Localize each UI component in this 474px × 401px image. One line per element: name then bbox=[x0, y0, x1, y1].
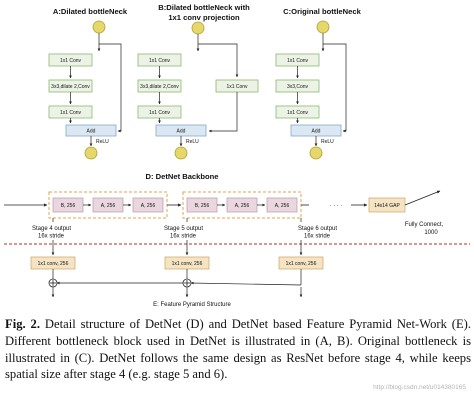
block-b-conv3-label: 1x1 Conv bbox=[149, 110, 171, 116]
block-c-relu-label: ReLU bbox=[321, 139, 334, 145]
block-c-original-bottleneck: C:Original bottleNeck 1x1 Conv 3x3,Conv … bbox=[275, 7, 362, 160]
stage-4-output-label: Stage 4 output bbox=[32, 226, 71, 232]
block-b-projection-label: 1x1 Conv bbox=[226, 84, 248, 90]
block-c-add-label: Add bbox=[312, 129, 321, 135]
stage-5-block-a1-text: A, 256 bbox=[235, 203, 250, 209]
block-c-output-node bbox=[309, 146, 323, 160]
stage-5-stride-label: 16x stride bbox=[170, 234, 197, 240]
block-b-title-line2: 1x1 conv projection bbox=[168, 13, 240, 22]
block-a-title: A:Dilated bottleNeck bbox=[53, 7, 128, 16]
fpn-sum-node-1 bbox=[48, 278, 58, 288]
fpn-conv-1-label: 1x1 conv, 256 bbox=[38, 261, 69, 267]
backbone-ellipsis: · · · · bbox=[330, 203, 343, 209]
stage-4-stride-label: 16x stride bbox=[38, 234, 65, 240]
fpn-sum-node-2 bbox=[182, 278, 192, 288]
block-a-output-node bbox=[84, 146, 98, 160]
fc-label-line1: Fully Connect, bbox=[405, 222, 444, 228]
block-a-conv1-label: 1x1 Conv bbox=[60, 58, 82, 64]
block-a-relu-label: ReLU bbox=[96, 139, 109, 145]
stage-5-output-label: Stage 5 output bbox=[164, 226, 203, 232]
figure-caption: Fig. 2. Detail structure of DetNet (D) a… bbox=[5, 316, 471, 383]
fc-label-line2: 1000 bbox=[424, 230, 438, 236]
block-c-title: C:Original bottleNeck bbox=[283, 7, 361, 16]
stage-5-block-a2-text: A, 256 bbox=[275, 203, 290, 209]
block-c-conv1-label: 1x1 Conv bbox=[287, 58, 309, 64]
block-a-add-label: Add bbox=[87, 129, 96, 135]
block-b-relu-label: ReLU bbox=[186, 139, 199, 145]
block-b-title-line1: B:Dilated bottleNeck with bbox=[158, 3, 250, 12]
block-a-conv3-label: 1x1 Conv bbox=[60, 110, 82, 116]
stage-4-block-b-text: B, 256 bbox=[61, 203, 76, 209]
caption-label: Fig. 2. bbox=[5, 317, 40, 331]
stage-4-block-a2 bbox=[132, 197, 164, 213]
block-a-conv2-label: 3x3,dilate 2,Conv bbox=[51, 84, 90, 90]
stage-6-stride-label: 16x stride bbox=[304, 234, 331, 240]
block-c-conv2-label: 3x3,Conv bbox=[287, 84, 309, 90]
watermark: http://blog.csdn.net/u014380165 bbox=[373, 384, 466, 391]
backbone-title-text: D: DetNet Backbone bbox=[146, 172, 219, 181]
gap-label: 14x14 GAP bbox=[374, 203, 400, 209]
stage-4-block-a2-text: A, 256 bbox=[141, 203, 156, 209]
fpn-conv-3-label: 1x1 conv, 256 bbox=[286, 261, 317, 267]
caption-text: Detail structure of DetNet (D) and DetNe… bbox=[5, 317, 472, 382]
block-c-conv3-label: 1x1 Conv bbox=[287, 110, 309, 116]
block-b-output-node bbox=[174, 146, 188, 160]
stage-5-block-b-text: B, 256 bbox=[195, 203, 210, 209]
stage-5-block-a2 bbox=[266, 197, 298, 213]
stage-4-block-a1-text: A, 256 bbox=[101, 203, 116, 209]
stage-6-output-label: Stage 6 output bbox=[298, 226, 337, 232]
detnet-final-overlay: text { font-family: "Liberation Sans", s… bbox=[4, 172, 470, 308]
block-b-dilated-bottleneck-projection: B:Dilated bottleNeck with 1x1 conv proje… bbox=[137, 3, 259, 160]
fpn-conv-2-label: 1x1 conv, 256 bbox=[172, 261, 203, 267]
block-b-conv1-label: 1x1 Conv bbox=[149, 58, 171, 64]
block-b-add-label: Add bbox=[177, 129, 186, 135]
fpn-title: E: Feature Pyramid Structure bbox=[153, 302, 231, 308]
block-b-conv2-label: 3x3,dilate 2,Conv bbox=[140, 84, 179, 90]
block-a-dilated-bottleneck: A:Dilated bottleNeck 1x1 Conv 3x3,dilate… bbox=[48, 7, 128, 160]
